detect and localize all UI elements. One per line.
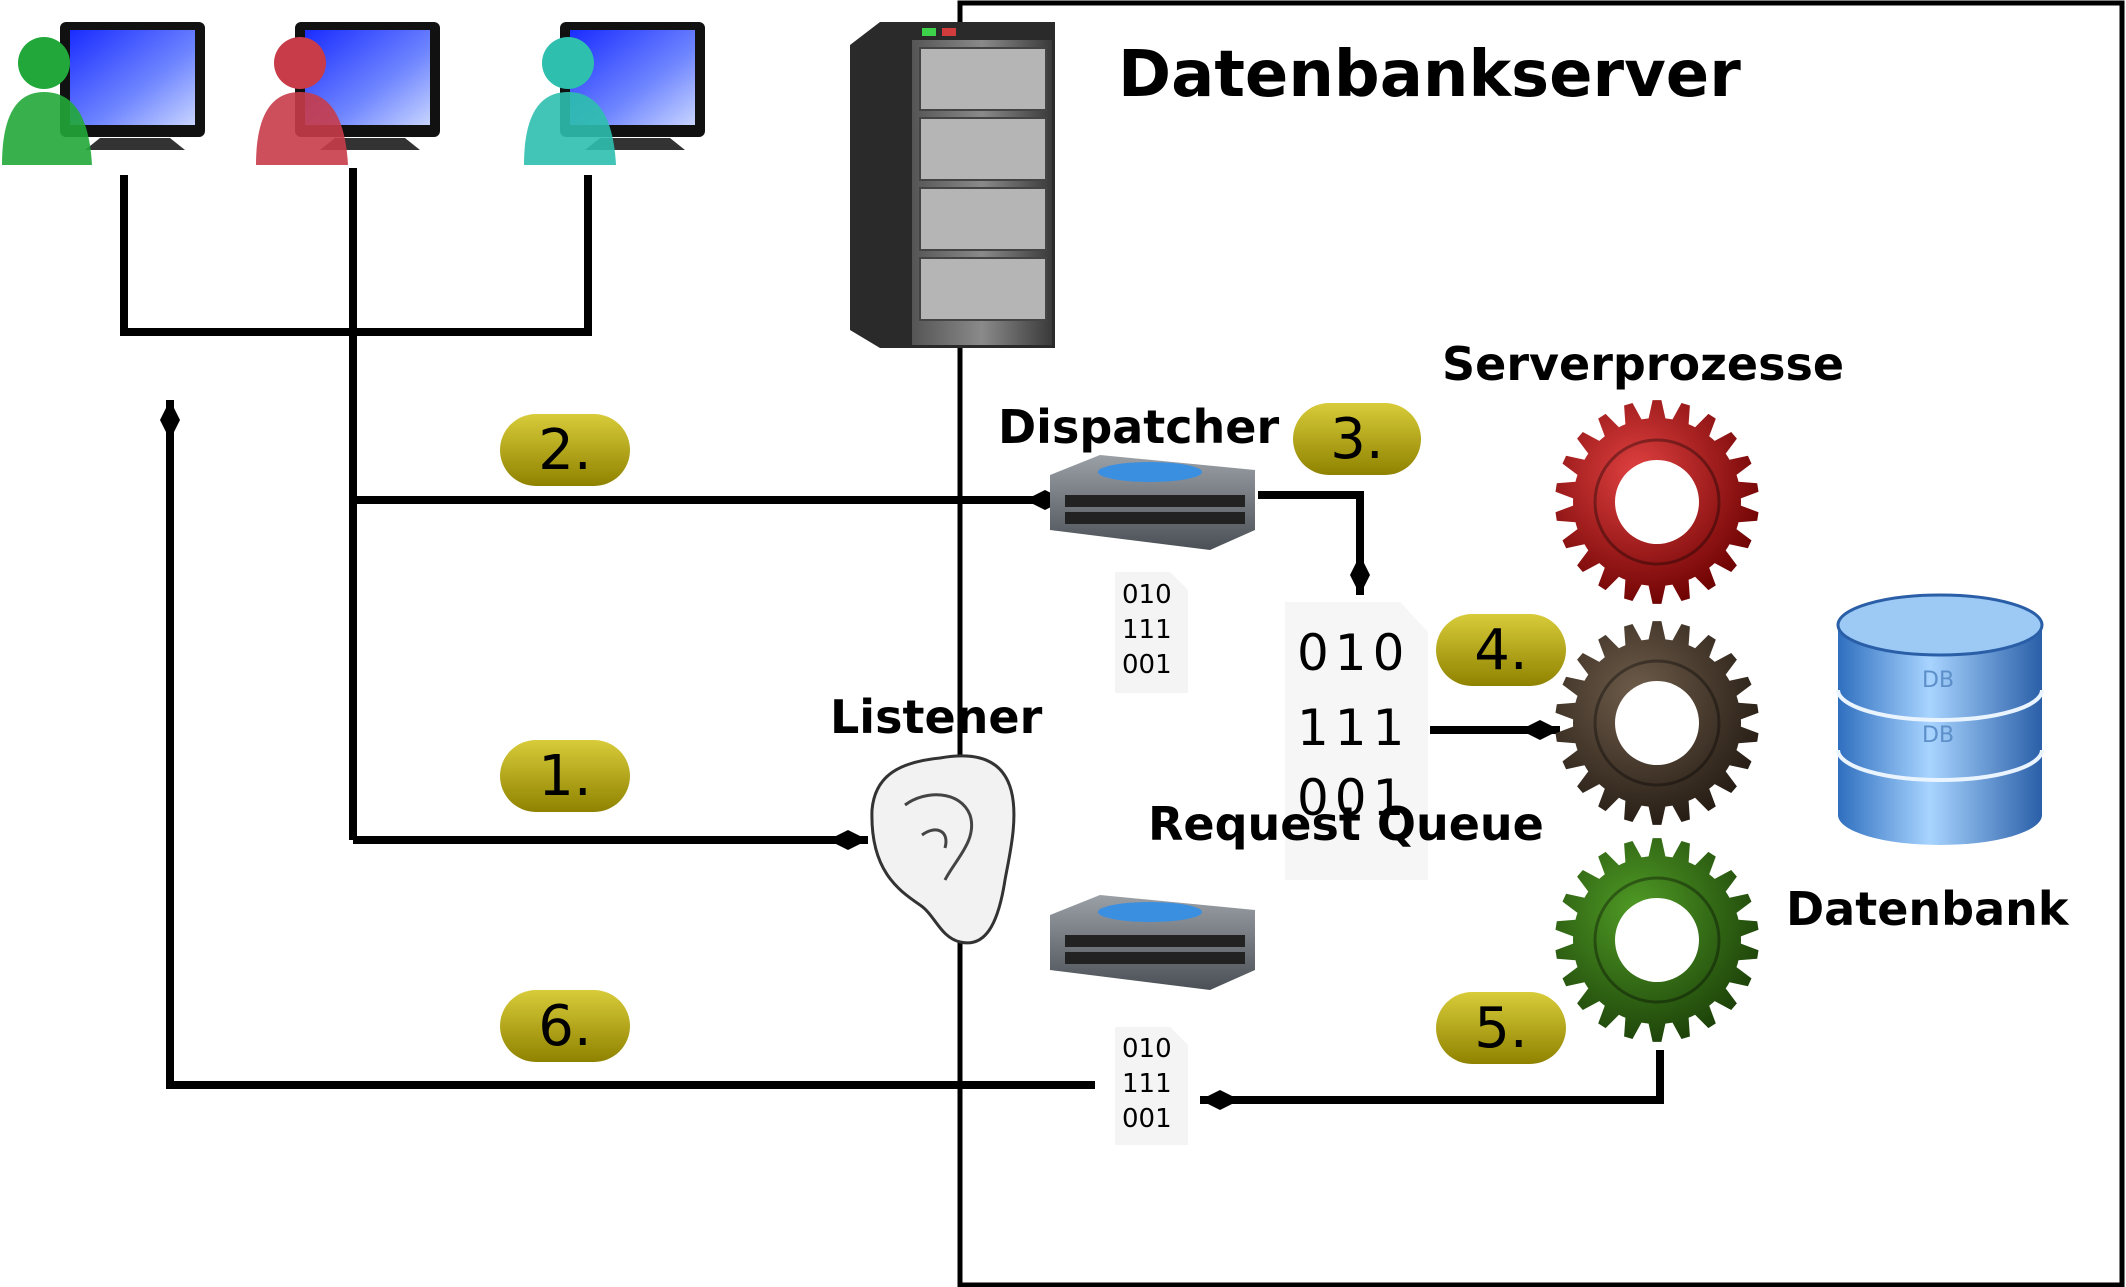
datenbank-label: Datenbank [1786,882,2070,936]
binary-row: 111 [1297,699,1410,757]
step-badge-2: 2. [500,414,630,486]
step-badge-4: 4. [1436,614,1566,686]
binary-row: 001 [1297,769,1410,827]
gear-icon-red [1555,400,1759,604]
request-queue-document-icon: 010 111 001 [1285,602,1428,880]
step-badge-text: 1. [538,744,591,809]
dispatcher-switch-icon [1050,455,1255,550]
binary-row: 010 [1122,1034,1172,1064]
gear-icon-green [1555,838,1759,1042]
step-badge-5: 5. [1436,992,1566,1064]
server-box [957,0,2125,1287]
dispatcher-label: Dispatcher [998,400,1280,454]
step-badge-6: 6. [500,990,630,1062]
client-computer-red [256,22,440,165]
client-computer-teal [524,22,705,165]
db-text: DB [1922,668,1954,693]
gear-icon-brown [1555,621,1759,825]
server-box-title: Datenbankserver [1118,38,1741,112]
database-icon: DB DB [1836,593,2044,845]
request-queue-label: Request Queue [1148,797,1544,851]
gear-hole [1615,681,1699,765]
server-tower-icon [850,22,1055,348]
binary-row: 111 [1122,1069,1172,1099]
binary-row: 111 [1122,615,1172,645]
db-text: DB [1922,723,1954,748]
step-badge-text: 4. [1474,618,1527,683]
step-badge-text: 5. [1474,996,1527,1061]
step-badge-1: 1. [500,740,630,812]
client-computer-green [2,22,205,165]
user-icon [18,37,70,89]
step-badge-text: 3. [1330,407,1383,472]
gear-hole [1615,898,1699,982]
arrow-step-3 [1258,491,1370,595]
arrow-step-5 [1200,1050,1664,1110]
gear-ring [1593,438,1721,566]
binary-row: 010 [1297,624,1410,682]
gear-hole [1615,460,1699,544]
binary-row: 010 [1122,580,1172,610]
gear-ring [1593,876,1721,1004]
user-icon [274,37,326,89]
serverprozesse-label: Serverprozesse [1442,337,1844,391]
step-badge-text: 6. [538,994,591,1059]
gear-ring [1593,659,1721,787]
arrow-step-6 [160,400,1095,1089]
step-badge-text: 2. [538,418,591,483]
listener-label: Listener [830,690,1043,744]
binary-row: 001 [1122,650,1172,680]
return-switch-icon [1050,895,1255,990]
binary-document-return-icon: 010 111 001 [1115,1027,1188,1145]
ear-icon [870,754,1016,945]
step-badge-3: 3. [1293,403,1421,475]
binary-row: 001 [1122,1104,1172,1134]
user-icon [542,37,594,89]
binary-document-icon: 010 111 001 [1115,572,1188,693]
